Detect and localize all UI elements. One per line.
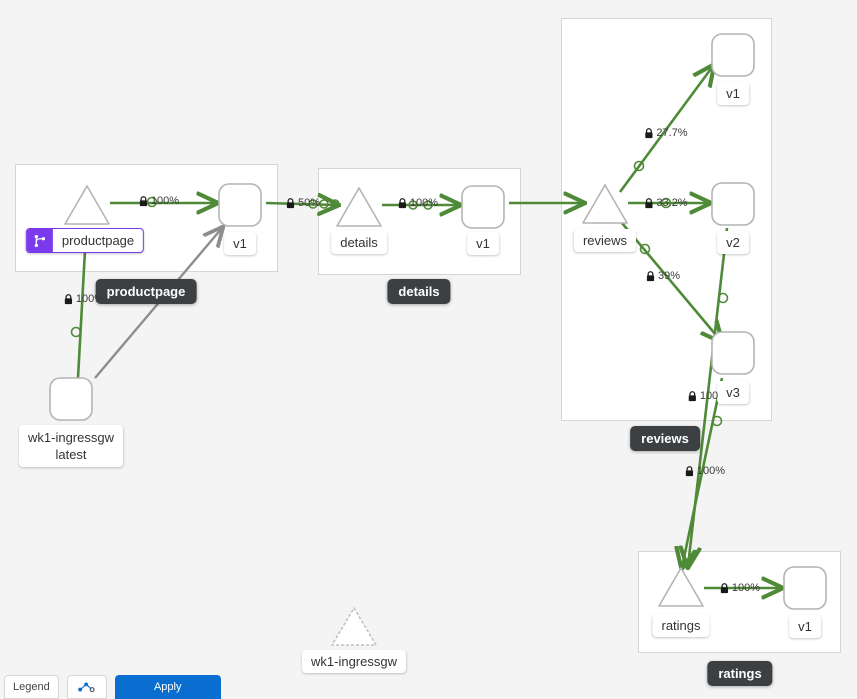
lock-icon [139,195,148,207]
lock-icon [286,197,295,209]
edge-label-productpage-svc-to-v1: 100% [139,195,179,207]
chip-label-productpage: productpage [61,233,135,248]
edge-label-reviews-v3-to-ratings-a: 100 [688,390,718,402]
node-label-details-v1[interactable]: v1 [467,232,499,255]
node-label-details-service[interactable]: details [331,231,387,254]
lock-icon [646,270,655,282]
edge-label-text: 100% [696,465,726,477]
workflow-branch-icon [26,229,53,252]
edge-label-reviews-svc-to-v2: 33.2% [644,197,688,209]
edge-label-text: 100% [409,197,439,209]
bottom-toolbar[interactable]: Legend Apply [0,675,857,699]
legend-button[interactable]: Legend [4,675,59,699]
node-label-productpage-v1[interactable]: v1 [224,232,256,255]
tooltip-badge-details: details [387,279,451,304]
edge-label-text: 100 [699,390,719,402]
node-label-reviews-v2[interactable]: v2 [717,231,749,254]
edge-label-text: 100% [75,293,105,305]
appbox-productpage [15,164,278,272]
node-label-productpage-service[interactable]: productpage [25,228,145,253]
apply-label: Apply [153,681,182,693]
edge-label-text: 39% [657,270,681,282]
edge-label-ratings-svc-to-v1: 100% [720,582,760,594]
edge-label-reviews-v3-to-ratings-b: 100% [685,465,725,477]
node-label-reviews-v3[interactable]: v3 [717,381,749,404]
node-label-ingressgw-service[interactable]: wk1-ingressgw [302,650,406,673]
node-label-ingressgw-workload-line1: wk1-ingressgw [28,430,114,445]
node-label-ratings-v1[interactable]: v1 [789,615,821,638]
lock-icon [685,465,694,477]
lock-icon [398,197,407,209]
edge-label-productpage-v1-to-details: 50% [286,197,320,209]
edge-label-text: 100% [731,582,761,594]
graph-layout-button[interactable] [66,675,107,699]
node-label-ratings-service[interactable]: ratings [652,614,710,637]
edge-label-details-svc-to-v1: 100% [398,197,438,209]
appbox-details [318,168,521,275]
lock-icon [644,197,653,209]
lock-icon [64,293,73,305]
apply-button[interactable]: Apply [114,675,221,699]
graph-icon [77,682,95,693]
edge-label-ingressgw-to-productpage: 100% [64,293,104,305]
tooltip-badge-ratings: ratings [707,661,773,686]
legend-label: Legend [13,681,50,693]
lock-icon [644,127,653,139]
edge-label-text: 100% [150,195,180,207]
tooltip-badge-reviews: reviews [630,426,700,451]
node-label-ingressgw-workload[interactable]: wk1-ingressgw latest [19,425,123,467]
edge-label-reviews-svc-to-v1: 27.7% [644,127,688,139]
tooltip-badge-productpage: productpage [95,279,197,304]
lock-icon [688,390,697,402]
node-ingressgw-workload [49,377,93,421]
lock-icon [720,582,729,594]
edge-label-text: 33.2% [656,197,688,209]
edge-label-reviews-svc-to-v3: 39% [646,270,680,282]
appbox-reviews [561,18,772,421]
edge-label-text: 27.7% [656,127,688,139]
node-label-reviews-v1[interactable]: v1 [717,82,749,105]
node-label-reviews-service[interactable]: reviews [573,229,637,252]
node-ingressgw-service [331,607,377,646]
node-label-ingressgw-workload-line2: latest [55,447,87,462]
edge-label-text: 50% [297,197,321,209]
